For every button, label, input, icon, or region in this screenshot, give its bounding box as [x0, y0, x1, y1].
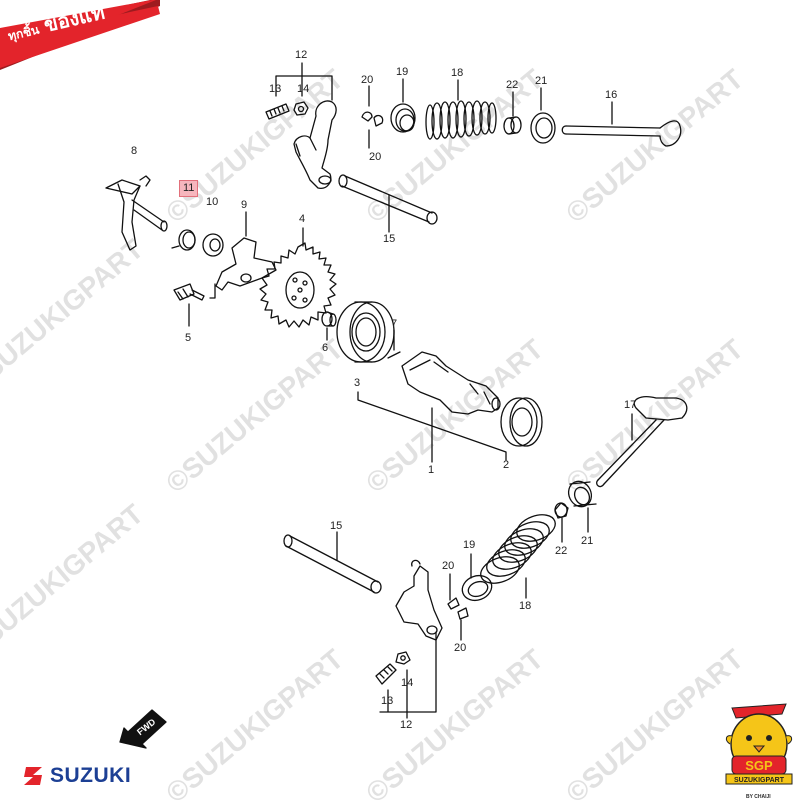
part-label: 1 [428, 464, 435, 476]
leader-line [387, 329, 401, 359]
part-label: 7 [391, 318, 398, 330]
adjust-screw-part [375, 663, 397, 685]
valve-part [596, 396, 688, 488]
sprocket-part [259, 242, 337, 328]
leader-line [357, 391, 507, 463]
part-label: 20 [454, 642, 467, 654]
washer-part [567, 480, 597, 508]
valve-part [561, 120, 682, 147]
part-label: 13 [269, 83, 282, 95]
part-label: 19 [463, 539, 476, 551]
part-label: 20 [369, 151, 382, 163]
rocker-shaft-part [283, 534, 382, 594]
part-label: 19 [396, 66, 409, 78]
part-label: 14 [401, 677, 414, 689]
leader-line [379, 631, 437, 719]
fwd-arrow-icon [119, 709, 167, 749]
part-label: 6 [322, 342, 329, 354]
part-label: 3 [354, 377, 361, 389]
weight-part [215, 237, 277, 291]
washer-part [530, 112, 556, 144]
seal-part [503, 116, 522, 135]
rocker-arm-part [293, 100, 337, 189]
decomp-shaft-part [105, 175, 168, 251]
nut-part [395, 651, 411, 665]
bearing-part [336, 301, 395, 363]
retainer-part [461, 574, 493, 602]
washer-small-part [202, 233, 224, 257]
spring-small-part [171, 229, 196, 251]
part-label: 18 [519, 600, 532, 612]
retainer-part [390, 103, 416, 133]
part-label: 21 [581, 535, 594, 547]
bearing-part [500, 397, 543, 447]
rocker-arm-part [395, 559, 443, 641]
leader-line [209, 211, 247, 299]
clip-part [361, 111, 384, 127]
part-label: 15 [383, 233, 396, 245]
suzuki-s-icon [24, 767, 42, 785]
part-label: 22 [506, 79, 519, 91]
part-label: 12 [400, 719, 413, 731]
clip-part [447, 597, 469, 620]
spring-part [480, 514, 556, 584]
part-label: 14 [297, 83, 310, 95]
part-label: 17 [624, 399, 637, 411]
leader-line [275, 62, 333, 101]
part-label: 5 [185, 332, 192, 344]
adjust-screw-part [265, 103, 290, 120]
mascot-tag: BY CHAIJI [746, 794, 771, 800]
part-label: 16 [605, 89, 618, 101]
suzuki-logo: SUZUKI [22, 764, 162, 788]
mascot-subtitle: SUZUKIGPART [734, 777, 785, 784]
part-label: 20 [442, 560, 455, 572]
part-label: 20 [361, 74, 374, 86]
mascot-chick-icon: SGP SUZUKIGPART [725, 703, 793, 785]
leader-line [449, 573, 462, 641]
part-label: 9 [241, 199, 248, 211]
leader-line [368, 78, 613, 233]
part-label: 2 [503, 459, 510, 471]
camshaft-part [401, 351, 501, 415]
part-label: 22 [555, 545, 568, 557]
rocker-shaft-part [338, 174, 438, 225]
part-label-highlighted: 11 [179, 180, 199, 197]
seal-part [554, 502, 569, 519]
bolt-part [173, 283, 205, 301]
spring-part [425, 100, 497, 140]
part-label: 12 [295, 49, 308, 61]
part-label: 10 [206, 196, 219, 208]
part-label: 15 [330, 520, 343, 532]
part-label: 8 [131, 145, 138, 157]
genuine-badge [0, 0, 160, 70]
pin-part [321, 311, 337, 327]
part-label: 21 [535, 75, 548, 87]
part-label: 18 [451, 67, 464, 79]
nut-part [293, 101, 309, 116]
brand-name: SUZUKI [50, 764, 132, 787]
part-label: 4 [299, 213, 306, 225]
part-label: 13 [381, 695, 394, 707]
mascot-label: SGP [745, 758, 773, 773]
